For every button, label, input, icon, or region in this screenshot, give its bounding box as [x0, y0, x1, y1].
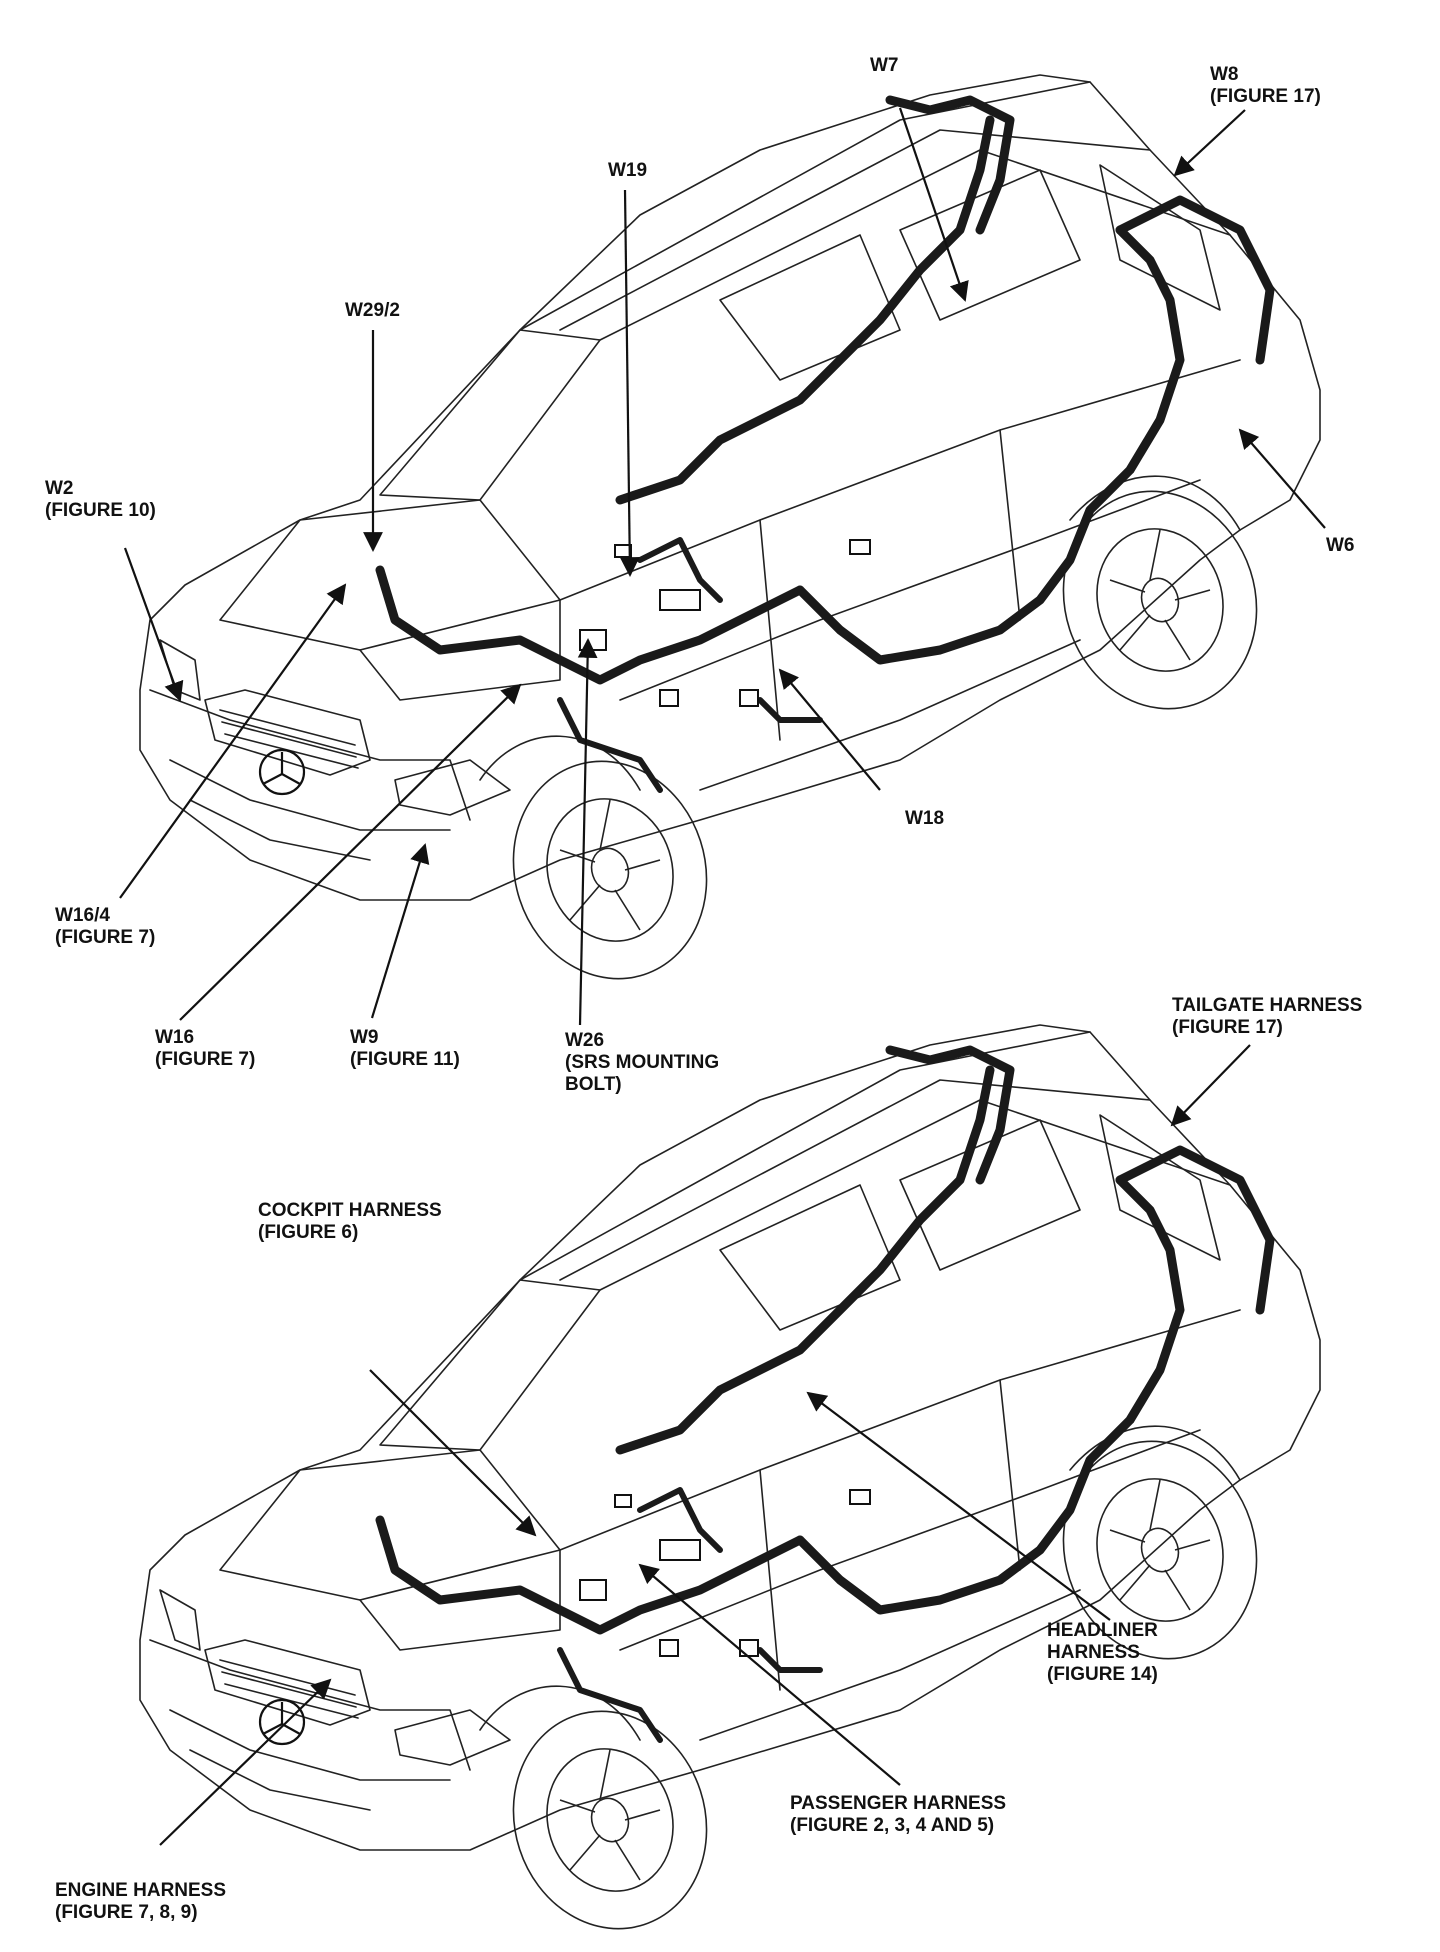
leader-w19: [619, 189, 640, 577]
leader-tailgate: [1170, 1044, 1251, 1127]
callout-w26: W26 (SRS MOUNTING BOLT): [565, 1030, 720, 1095]
leader-w2: [123, 547, 184, 702]
leader-w7: [898, 107, 969, 302]
callout-w7: W7: [870, 55, 899, 76]
leader-w26: [577, 638, 598, 1026]
bottom-vehicle-drawing: [140, 1025, 1320, 1952]
callout-w19: W19: [608, 160, 648, 181]
callout-cockpit-harness: COCKPIT HARNESS (FIGURE 6): [258, 1200, 442, 1243]
callout-tailgate-harness: TAILGATE HARNESS (FIGURE 17): [1172, 995, 1363, 1038]
leader-w6: [1238, 428, 1326, 529]
leader-w16-4: [119, 583, 347, 899]
leader-w18: [778, 668, 881, 791]
callout-engine-harness: ENGINE HARNESS (FIGURE 7, 8, 9): [55, 1880, 227, 1923]
leader-w8: [1173, 109, 1246, 177]
leader-engine: [159, 1678, 332, 1846]
callout-headliner-harness: HEADLINER HARNESS (FIGURE 14): [1047, 1620, 1158, 1685]
callout-w9: W9 (FIGURE 11): [350, 1027, 460, 1070]
top-vehicle-drawing: [140, 75, 1320, 1004]
callout-passenger-harness: PASSENGER HARNESS (FIGURE 2, 3, 4 AND 5): [790, 1793, 1007, 1836]
callout-w29-2: W29/2: [345, 300, 400, 321]
leader-passenger: [638, 1563, 901, 1786]
callout-w16: W16 (FIGURE 7): [155, 1027, 256, 1070]
callout-w16-4: W16/4 (FIGURE 7): [55, 905, 156, 948]
leader-w16: [179, 683, 522, 1021]
leader-w9: [370, 843, 430, 1019]
leader-headliner: [806, 1391, 1111, 1621]
callout-w6: W6: [1326, 535, 1355, 556]
callout-w8: W8 (FIGURE 17): [1210, 64, 1321, 107]
callout-w18: W18: [905, 808, 945, 829]
leader-cockpit: [369, 1369, 537, 1537]
callout-w2: W2 (FIGURE 10): [45, 478, 156, 521]
